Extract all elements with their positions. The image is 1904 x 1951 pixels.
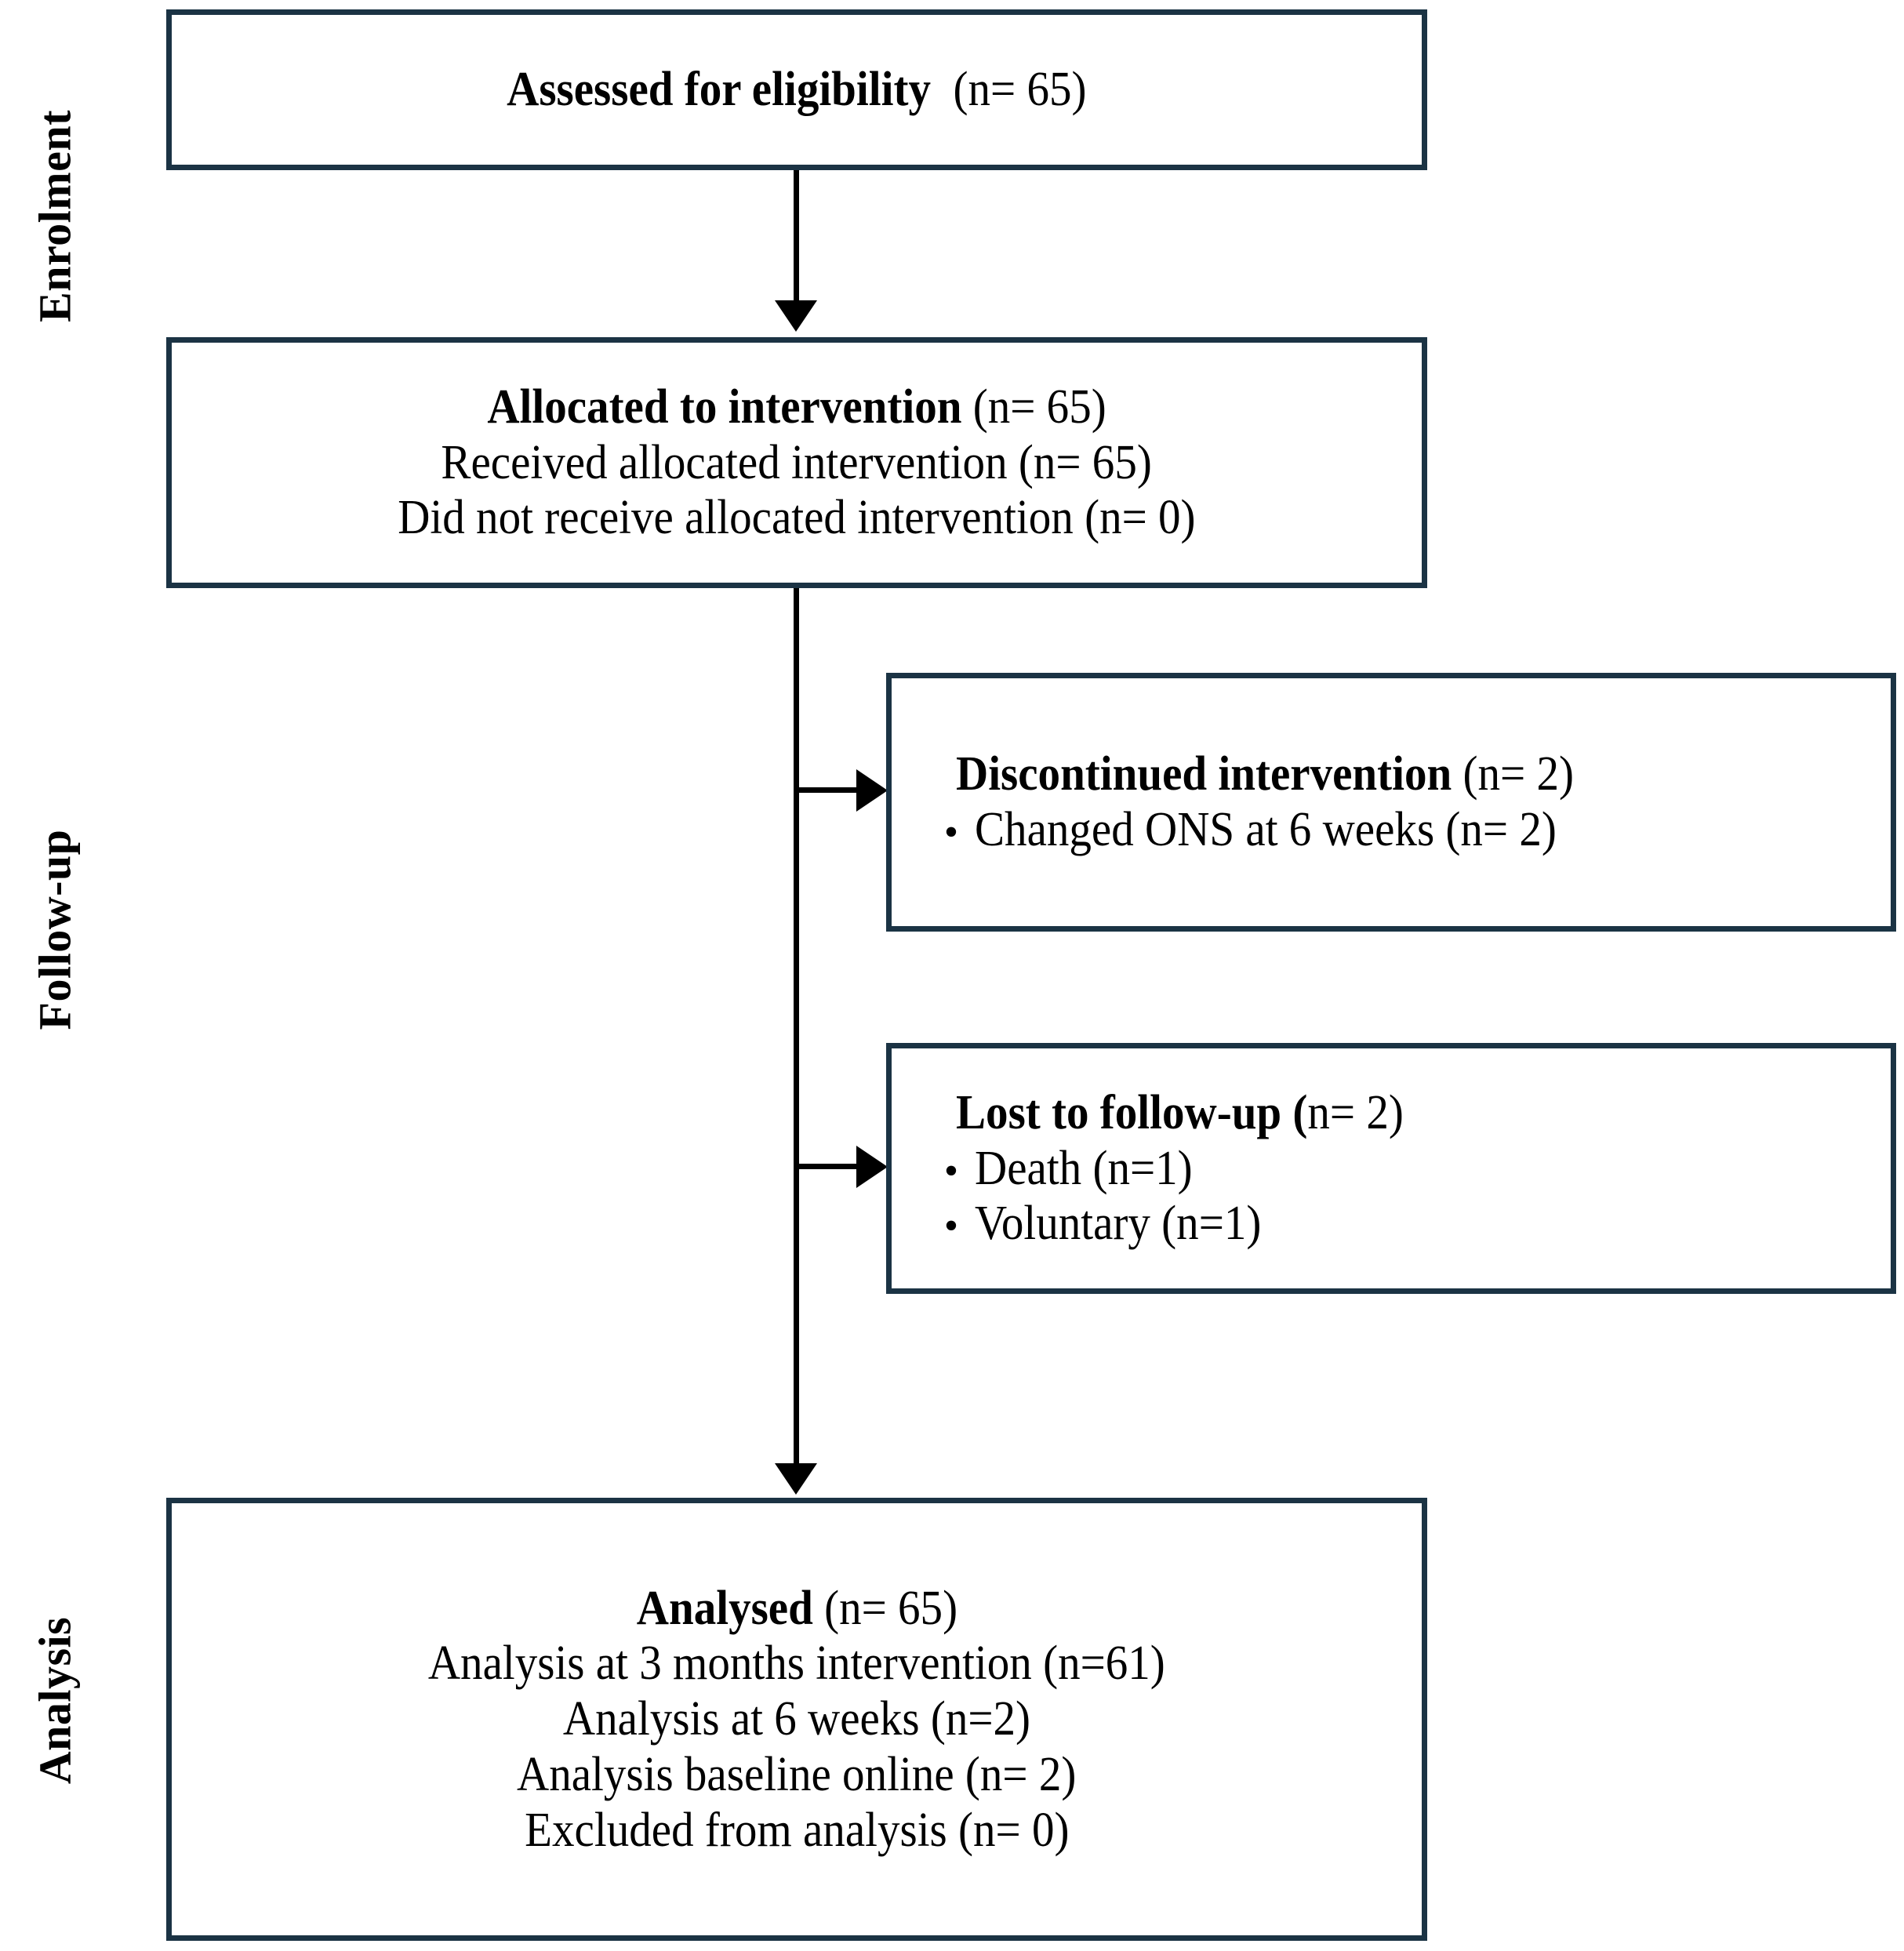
discontinued-title-count: (n= 2) <box>1463 747 1574 801</box>
arrowhead-assessed-to-allocated <box>775 300 817 332</box>
box-allocated-to-intervention: Allocated to intervention (n= 65) Receiv… <box>166 337 1427 588</box>
lost-bullet-0: • Death (n=1) <box>928 1141 1891 1197</box>
bullet-dot-icon: • <box>943 810 959 855</box>
discontinued-title-bold: Discontinued intervention <box>956 747 1452 801</box>
box-assessed-for-eligibility: Assessed for eligibility (n= 65) <box>166 9 1427 170</box>
box-analysed: Analysed (n= 65) Analysis at 3 months in… <box>166 1498 1427 1941</box>
analysed-line-baseline-online: Analysis baseline online (n= 2) <box>517 1747 1077 1801</box>
stage-label-follow-up: Follow-up <box>29 829 81 1030</box>
allocated-title-row: Allocated to intervention (n= 65) <box>487 380 1106 435</box>
lost-content: Lost to follow-up (n= 2) • Death (n=1) •… <box>892 1048 1891 1288</box>
box-discontinued-intervention: Discontinued intervention (n= 2) • Chang… <box>886 673 1896 932</box>
assessed-title-bold: Assessed for eligibility <box>507 63 932 117</box>
lost-bullet-1: • Voluntary (n=1) <box>928 1196 1891 1252</box>
bullet-dot-icon: • <box>943 1148 959 1193</box>
bullet-dot-icon: • <box>943 1204 959 1249</box>
arrowhead-to-discontinued <box>856 769 888 812</box>
lost-bullet-1-text: Voluntary (n=1) <box>975 1197 1262 1251</box>
arrowhead-main-trunk-to-analysed <box>775 1463 817 1495</box>
box-lost-to-follow-up: Lost to follow-up (n= 2) • Death (n=1) •… <box>886 1043 1896 1294</box>
analysed-line-excluded: Excluded from analysis (n= 0) <box>524 1803 1070 1857</box>
stage-label-analysis: Analysis <box>29 1616 81 1785</box>
lost-title-row: Lost to follow-up (n= 2) <box>956 1085 1816 1141</box>
discontinued-content: Discontinued intervention (n= 2) • Chang… <box>892 678 1891 926</box>
stage-label-enrolment: Enrolment <box>29 110 81 322</box>
analysed-title-count: (n= 65) <box>823 1581 957 1635</box>
assessed-title-count: (n= 65) <box>953 63 1087 117</box>
analysed-line-3-months: Analysis at 3 months intervention (n=61) <box>428 1637 1165 1691</box>
discontinued-title-row: Discontinued intervention (n= 2) <box>956 747 1816 802</box>
lost-title-bold: Lost to follow-up ( <box>956 1085 1308 1139</box>
analysed-title-row: Analysed (n= 65) <box>636 1581 957 1637</box>
connector-main-trunk <box>794 588 799 1466</box>
discontinued-bullet-0: • Changed ONS at 6 weeks (n= 2) <box>928 802 1891 858</box>
allocated-title-bold: Allocated to intervention <box>487 380 962 434</box>
analysed-line-6-weeks: Analysis at 6 weeks (n=2) <box>562 1692 1031 1746</box>
lost-bullet-0-text: Death (n=1) <box>975 1141 1193 1195</box>
connector-to-lost-to-follow-up <box>794 1164 866 1169</box>
discontinued-bullet-0-text: Changed ONS at 6 weeks (n= 2) <box>975 803 1557 856</box>
allocated-line-received: Received allocated intervention (n= 65) <box>441 435 1153 489</box>
connector-to-discontinued <box>794 787 866 793</box>
analysed-title-bold: Analysed <box>636 1581 813 1635</box>
allocated-title-count: (n= 65) <box>972 380 1106 434</box>
allocated-line-not-received: Did not receive allocated intervention (… <box>398 491 1196 545</box>
connector-assessed-to-allocated <box>794 170 799 303</box>
arrowhead-to-lost-to-follow-up <box>856 1146 888 1188</box>
assessed-title-row: Assessed for eligibility (n= 65) <box>507 62 1086 118</box>
lost-title-count: n= 2) <box>1307 1085 1404 1139</box>
